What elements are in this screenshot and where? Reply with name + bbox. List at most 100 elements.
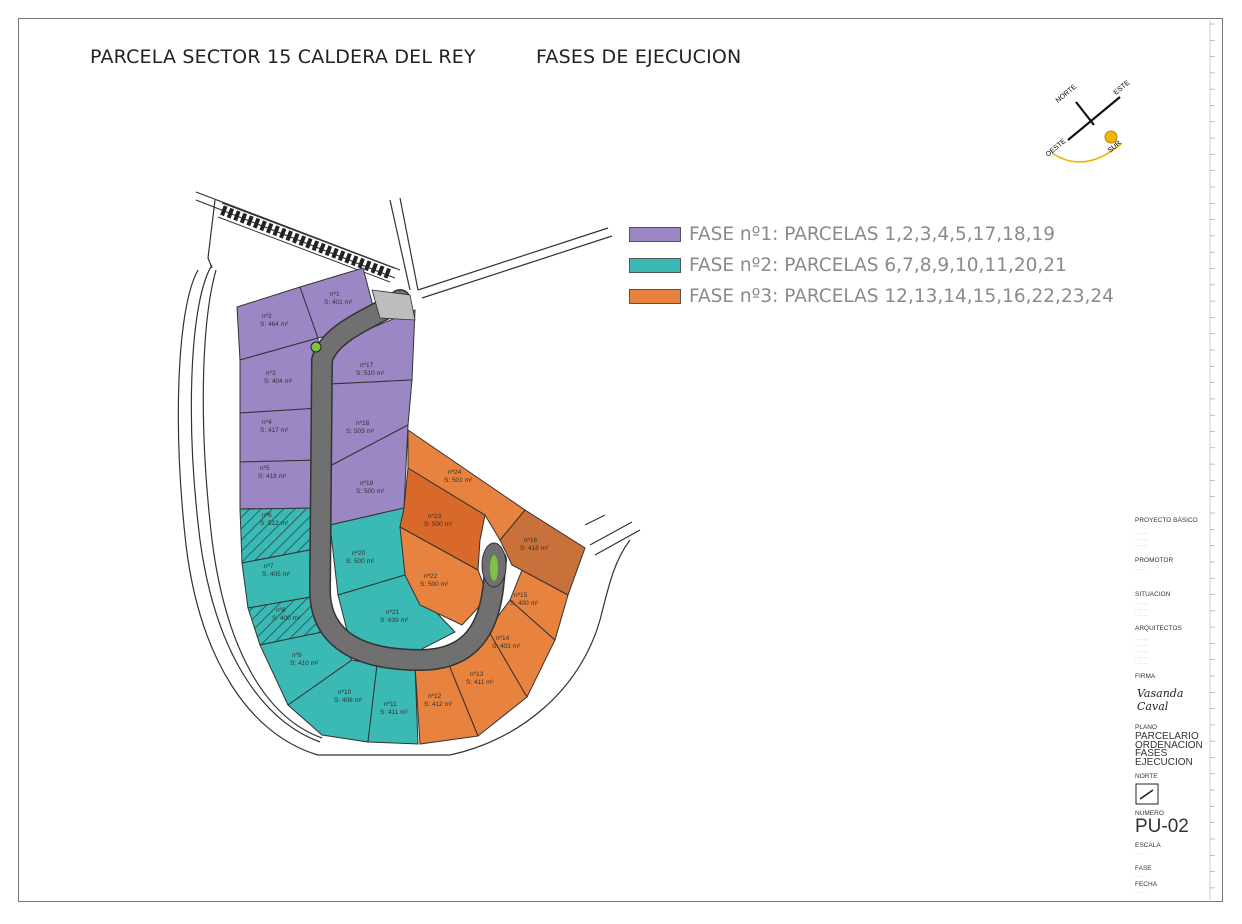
legend-swatch-fase-2 — [629, 258, 681, 273]
parcel-label-10-area: S: 408 m² — [334, 697, 363, 704]
legend-swatch-fase-1 — [629, 227, 681, 242]
compass-arc — [1051, 142, 1123, 163]
numero-value: PU-02 — [1135, 816, 1189, 837]
parcel-label-23-area: S: 500 m² — [424, 521, 453, 528]
drawing-frame — [18, 18, 1223, 902]
plano-value-line-4: EJECUCION — [1135, 756, 1193, 768]
parcel-label-15-area: S: 400 m² — [510, 600, 539, 607]
compass-rose: NORTE ESTE OESTE SUR — [1045, 79, 1132, 163]
fecha-label: FECHA — [1135, 881, 1158, 888]
norte-label: NORTE — [1135, 773, 1158, 780]
fase-1-parcels — [236, 267, 416, 526]
parcel-label-11-num: nº11 — [384, 701, 397, 708]
parcel-label-22-num: nº22 — [424, 573, 438, 580]
legend-item-fase-1: FASE nº1: PARCELAS 1,2,3,4,5,17,18,19 — [629, 224, 1055, 245]
plano-value: PARCELARIO ORDENACION FASES EJECUCION — [1135, 731, 1203, 768]
fase-2-parcels — [239, 507, 456, 745]
arquitectos-label: ARQUITECTOS — [1135, 625, 1182, 632]
parcel-label-13-area: S: 411 m² — [466, 679, 495, 686]
parcel-24 — [407, 429, 526, 541]
parcel-label-24-area: S: 501 m² — [444, 477, 473, 484]
firma-label: FIRMA — [1135, 673, 1156, 680]
parcel-label-4-num: nº4 — [262, 419, 272, 426]
parcel-label-8-area: S: 400 m² — [272, 615, 301, 622]
parcel-4 — [239, 407, 321, 463]
parcel-5 — [239, 459, 321, 510]
roundabout-green — [490, 555, 498, 581]
sun-icon — [1104, 130, 1118, 144]
plan-subtitle: FASES DE EJECUCION — [536, 46, 742, 68]
legend-item-fase-3: FASE nº3: PARCELAS 12,13,14,15,16,22,23,… — [629, 286, 1114, 307]
compass-axis-ew — [1067, 96, 1121, 141]
parcel-label-14-area: S: 403 m² — [492, 643, 521, 650]
parcel-label-10-num: nº10 — [338, 689, 352, 696]
sheet-ruler — [1209, 20, 1215, 900]
parcel-label-16-num: nº16 — [524, 537, 538, 544]
parcel-label-18-area: S: 503 m² — [346, 428, 375, 435]
access-road — [308, 289, 507, 672]
parcel-label-16-area: S: 418 m² — [520, 545, 549, 552]
parcel-label-9-num: nº9 — [292, 652, 302, 659]
parcel-label-3-area: S: 404 m² — [264, 378, 293, 385]
parcel-label-23-num: nº23 — [428, 513, 442, 520]
escala-details: ······ — [1135, 851, 1145, 857]
numero-label: NUMERO — [1135, 810, 1164, 817]
parcel-labels: nº1 S: 401 m² nº2 S: 464 m² nº3 S: 404 m… — [258, 291, 549, 716]
parcel-label-2-area: S: 464 m² — [260, 321, 289, 328]
situacion-label: SITUACION — [1135, 591, 1171, 598]
parcel-label-17-area: S: 510 m² — [356, 370, 385, 377]
parcel-label-9-area: S: 410 m² — [290, 660, 319, 667]
parcel-label-13-num: nº13 — [470, 671, 484, 678]
parcel-label-14-num: nº14 — [496, 635, 510, 642]
parcel-label-5-area: S: 418 m² — [258, 473, 287, 480]
parcel-label-19-area: S: 500 m² — [356, 488, 385, 495]
promotor-details: ······ — [1135, 567, 1145, 573]
parcel-label-20-num: nº20 — [352, 550, 366, 557]
turn-green — [310, 341, 322, 353]
parcel-label-7-num: nº7 — [264, 563, 274, 570]
parcel-label-22-area: S: 500 m² — [420, 581, 449, 588]
legend-swatch-fase-3 — [629, 289, 681, 304]
plano-value-line-2: ORDENACION — [1135, 739, 1203, 751]
proyecto-label: PROYECTO BÁSICO — [1135, 517, 1198, 524]
proyecto-details: ························ — [1135, 531, 1149, 549]
legend-label-fase-1: FASE nº1: PARCELAS 1,2,3,4,5,17,18,19 — [689, 224, 1056, 245]
parcel-label-1-area: S: 401 m² — [324, 299, 353, 306]
fecha-details: ······ — [1135, 890, 1145, 896]
compass-axis-ns — [1075, 101, 1095, 126]
parcel-label-7-area: S: 405 m² — [262, 571, 291, 578]
promotor-label: PROMOTOR — [1135, 557, 1174, 564]
parcel-label-12-num: nº12 — [428, 693, 442, 700]
parcel-label-18-num: nº18 — [356, 420, 370, 427]
legend-label-fase-3: FASE nº3: PARCELAS 12,13,14,15,16,22,23,… — [689, 286, 1114, 307]
road-entrance — [371, 289, 416, 321]
plano-label: PLANO — [1135, 724, 1158, 731]
legend-label-fase-2: FASE nº2: PARCELAS 6,7,8,9,10,11,20,21 — [689, 255, 1067, 276]
parcel-label-4-area: S: 417 m² — [260, 427, 289, 434]
plan-title: PARCELA SECTOR 15 CALDERA DEL REY — [90, 46, 476, 68]
north-arrow-icon — [1135, 783, 1159, 805]
escala-label: ESCALA — [1135, 842, 1161, 849]
parcel-label-2-num: nº2 — [262, 313, 272, 320]
parcel-label-6-num: nº6 — [262, 512, 272, 519]
parcel-label-12-area: S: 412 m² — [424, 701, 453, 708]
parcel-label-20-area: S: 500 m² — [346, 558, 375, 565]
plano-value-line-3: FASES — [1135, 748, 1168, 759]
situacion-details: ························ — [1135, 601, 1149, 619]
parcel-label-24-num: nº24 — [448, 469, 462, 476]
firma-signature: Vasanda Caval — [1137, 687, 1184, 713]
parcel-label-15-num: nº15 — [514, 592, 528, 599]
parcel-label-8-num: nº8 — [276, 607, 286, 614]
arquitectos-details: ········································ — [1135, 637, 1149, 667]
fase-label: FASE — [1135, 865, 1152, 872]
parcel-label-21-area: S: 639 m² — [380, 617, 409, 624]
legend-item-fase-2: FASE nº2: PARCELAS 6,7,8,9,10,11,20,21 — [629, 255, 1067, 276]
parcel-label-5-num: nº5 — [260, 465, 270, 472]
parcel-label-6-area: S: 512 m² — [260, 520, 289, 527]
plano-value-line-1: PARCELARIO — [1135, 731, 1199, 742]
parcel-label-17-num: nº17 — [360, 362, 374, 369]
parcel-label-19-num: nº19 — [360, 480, 374, 487]
parcel-label-3-num: nº3 — [266, 370, 276, 377]
fase-details: ······ — [1135, 874, 1145, 880]
